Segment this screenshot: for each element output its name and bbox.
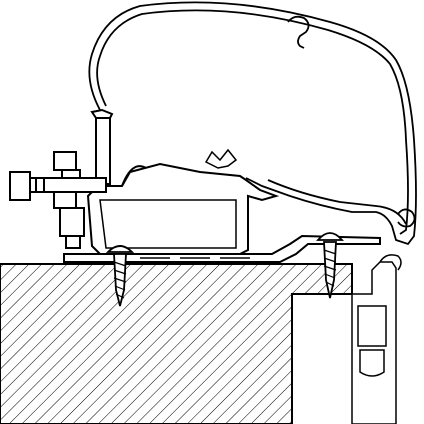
roof-mounting-rail (63, 234, 381, 263)
bolt (9, 171, 107, 201)
awning-cassette (88, 1, 417, 246)
adapter-rail (86, 148, 280, 255)
roof-wall-section (0, 263, 353, 424)
left-screw (105, 245, 135, 307)
right-screw (316, 232, 344, 299)
side-wall-profile (351, 254, 402, 424)
